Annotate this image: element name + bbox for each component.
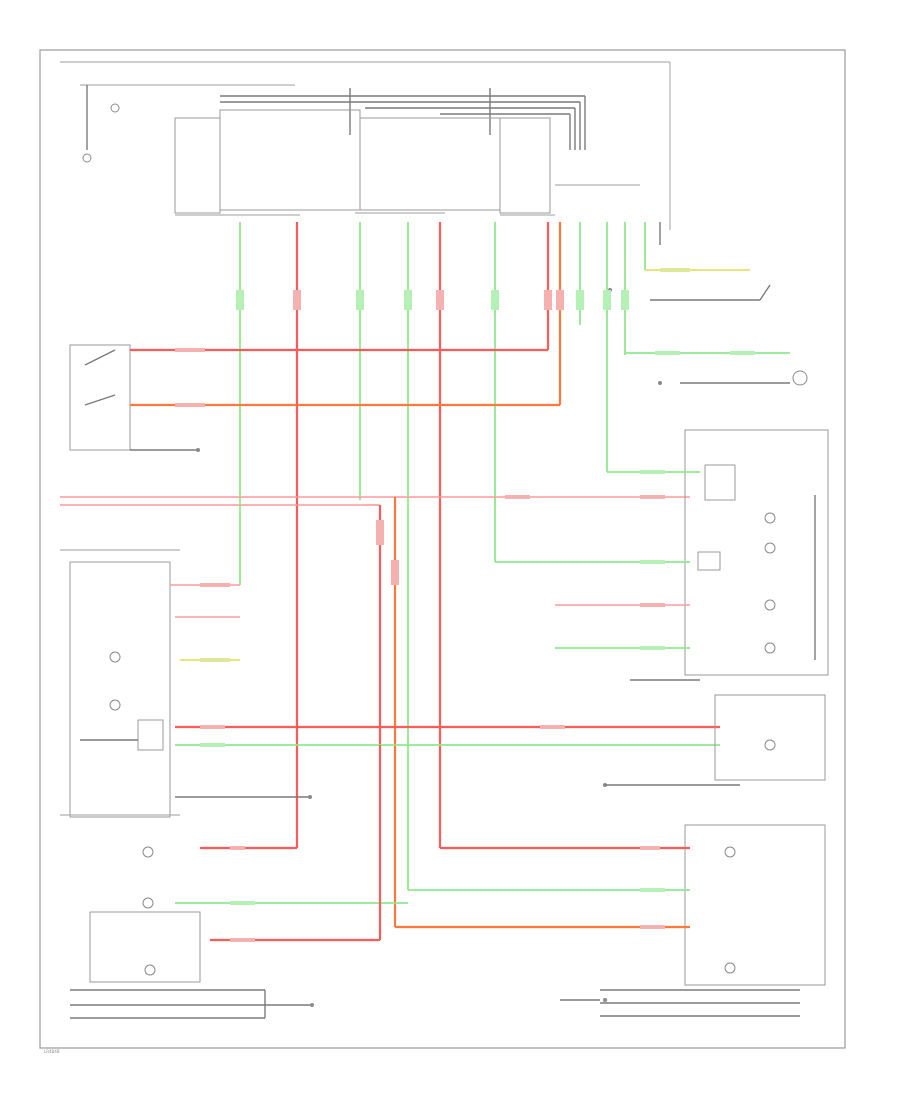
left-top-switch bbox=[69, 103, 560, 452]
right-lamp-group-bottom bbox=[395, 824, 826, 1017]
left-lamp-group-middle bbox=[60, 549, 720, 818]
vertical-main-wires bbox=[239, 222, 661, 890]
right-top-connections bbox=[608, 269, 808, 386]
top-bus-wires bbox=[60, 61, 671, 230]
diagram-frame bbox=[39, 49, 846, 1049]
right-lamp-group-lower bbox=[603, 679, 826, 787]
top-module-boxes bbox=[174, 109, 640, 216]
page-code: LR4B4B bbox=[44, 1049, 60, 1054]
right-lamp-group-upper bbox=[495, 429, 829, 676]
left-lamp-group-bottom bbox=[60, 745, 408, 1019]
diagram-tiny-labels bbox=[175, 268, 755, 942]
